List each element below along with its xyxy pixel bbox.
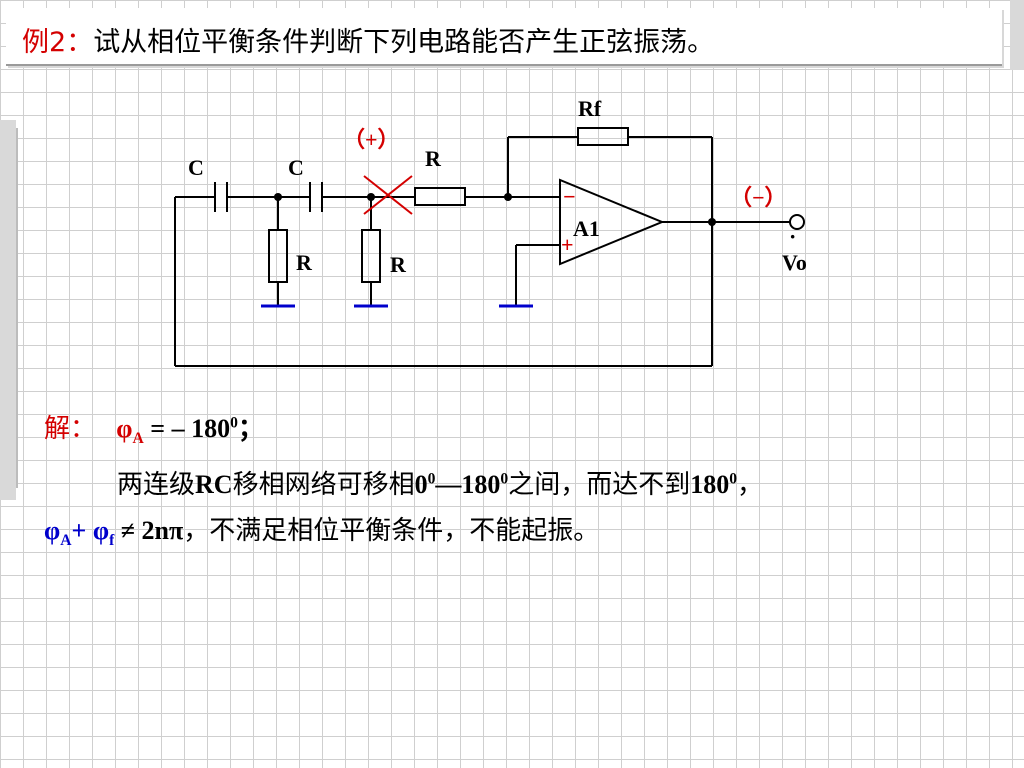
label-r-shunt2: R [390,252,407,277]
resistor-rf [577,127,629,146]
label-r-shunt1: R [296,250,313,275]
output-terminal [789,214,805,230]
junction-dot-3 [504,193,512,201]
label-opamp: A1 [573,216,600,241]
label-rf: Rf [578,96,602,121]
phase-equation: = – 1800； [143,414,264,443]
left-edge-bar [0,120,16,500]
resistor-r-series [414,187,466,206]
phase-sum: φA+ φf [44,516,115,550]
break-cross-b [363,175,413,215]
label-c1: C [188,155,204,180]
label-output-phase: （−） [730,185,787,210]
solution-line-2: 两连级RC移相网络可移相00—1800之间，而达不到1800， [117,470,764,500]
junction-dot-2 [367,193,375,201]
label-output-dot: · [789,224,796,249]
title-bar [6,8,1002,66]
label-r-series: R [425,146,442,171]
junction-dot-4 [708,218,716,226]
label-output: Vo [782,250,807,275]
phi-a: φA [116,414,144,448]
slide-title: 例2：试从相位平衡条件判断下列电路能否产生正弦振荡。 [22,20,714,59]
example-label: 例2： [22,27,94,58]
opamp-triangle [559,178,665,266]
label-plus-input: + [561,232,574,257]
resistor-r-shunt2 [361,229,381,283]
solution-line-3: φA+ φf ≠ 2nπ，不满足相位平衡条件，不能起振。 [44,516,600,550]
question-text: 试从相位平衡条件判断下列电路能否产生正弦振荡。 [93,27,715,58]
left-edge-line [16,128,18,488]
solution-line-1: 解： φA = – 1800； [44,408,264,448]
label-feedback-phase: （+） [343,127,400,152]
solution-label: 解： [44,414,97,444]
right-edge-bar [1010,0,1024,70]
label-minus-input: − [563,184,576,209]
junction-dot-1 [274,193,282,201]
label-c2: C [288,155,304,180]
resistor-r-shunt1 [268,229,288,283]
